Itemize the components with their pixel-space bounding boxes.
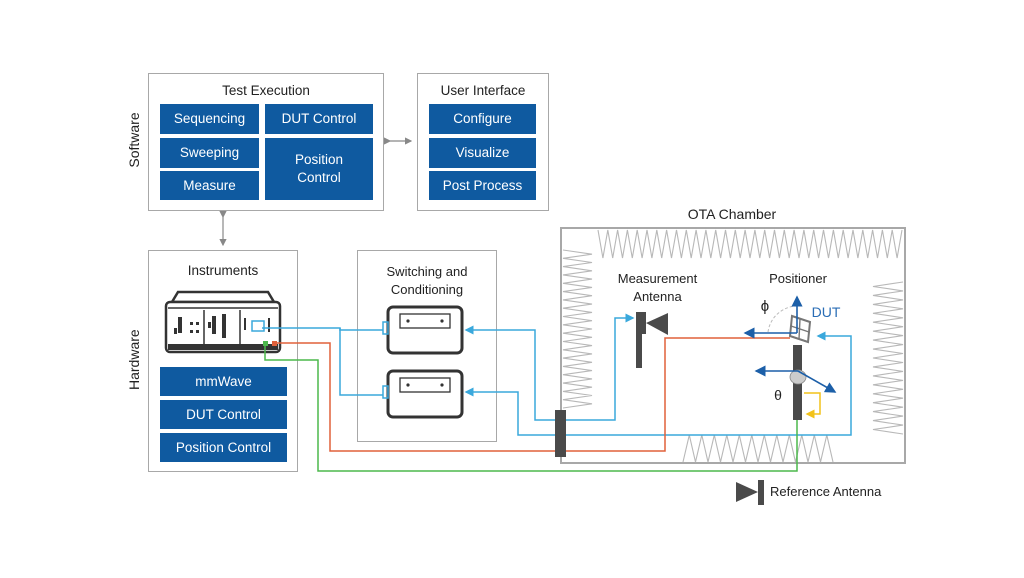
positioner-label: Positioner [769, 271, 827, 286]
control-cable-green [264, 345, 798, 472]
theta-label: θ [774, 387, 782, 403]
switch-device-2-icon [382, 369, 464, 419]
absorber-top [597, 229, 903, 259]
switch-device-1-icon [382, 305, 464, 355]
absorber-bottom [682, 434, 834, 463]
position-control-block: Position Control [265, 138, 373, 200]
switching-title-line1: Switching and [386, 264, 468, 279]
reference-antenna-label: Reference Antenna [770, 484, 882, 499]
measure-block: Measure [160, 171, 259, 200]
positioner-icon [743, 295, 837, 420]
ota-chamber-box [560, 227, 906, 464]
instrument-dut-control-block: DUT Control [160, 400, 287, 429]
measurement-antenna-icon [636, 312, 668, 368]
test-execution-title: Test Execution [222, 83, 310, 98]
chamber-feedthrough [555, 410, 566, 457]
mmwave-block: mmWave [160, 367, 287, 396]
post-process-block: Post Process [429, 171, 536, 200]
control-cable-red [274, 337, 790, 452]
sequencing-block: Sequencing [160, 104, 259, 134]
configure-block: Configure [429, 104, 536, 134]
user-interface-title: User Interface [440, 83, 526, 98]
instruments-title: Instruments [187, 263, 259, 278]
instrument-position-control-block: Position Control [160, 433, 287, 462]
measurement-antenna-label-line1: Measurement [617, 271, 698, 286]
dut-label: DUT [811, 304, 841, 320]
visualize-block: Visualize [429, 138, 536, 168]
absorber-right [872, 281, 904, 435]
phi-label: ϕ [760, 298, 770, 315]
sweeping-block: Sweeping [160, 138, 259, 168]
instrument-device-icon [164, 290, 282, 354]
reference-antenna-icon [736, 480, 764, 505]
ota-chamber-title: OTA Chamber [687, 206, 777, 222]
absorber-left [562, 249, 593, 409]
switching-title-line2: Conditioning [390, 282, 464, 297]
dut-control-block: DUT Control [265, 104, 373, 134]
measurement-antenna-label-line2: Antenna [633, 289, 682, 304]
rf-cables [262, 313, 852, 436]
